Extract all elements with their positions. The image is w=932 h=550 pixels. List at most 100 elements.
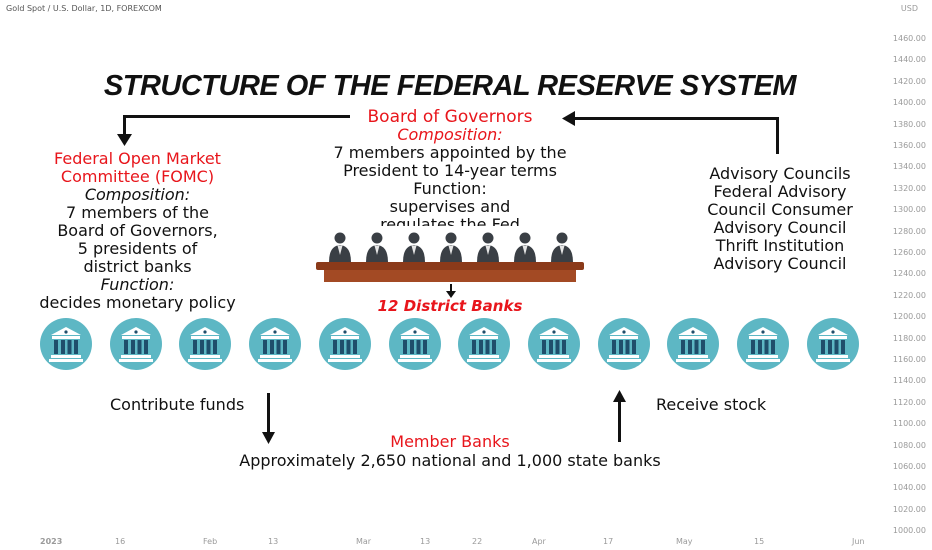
y-tick-label: 1100.00 <box>892 419 926 429</box>
arrow-advisory-to-board-h <box>573 117 779 120</box>
y-tick-label: 1120.00 <box>892 397 926 407</box>
y-tick-label: 1400.00 <box>892 98 926 108</box>
advisory-line-4: Advisory Council <box>713 218 847 237</box>
bank-building-icon <box>458 318 511 370</box>
arrow-down-head-icon <box>117 134 132 146</box>
arrow-up-head-icon <box>613 390 626 402</box>
bank-building-icon <box>737 318 789 370</box>
y-tick-label: 1280.00 <box>892 226 926 236</box>
advisory-line-3: Council Consumer <box>707 200 853 219</box>
receive-stock-label: Receive stock <box>656 395 767 414</box>
member-banks-heading: Member Banks <box>390 432 510 451</box>
advisory-councils: Advisory Councils Federal Advisory Counc… <box>690 165 870 273</box>
board-member-icon <box>329 232 351 262</box>
y-tick-label: 1080.00 <box>892 440 926 450</box>
x-tick-label: Feb <box>203 537 218 546</box>
price-axis: USD 1460.00 1440.00 1420.00 1400.00 1380.00 1… <box>872 0 932 550</box>
x-tick-label: 22 <box>472 537 483 546</box>
bank-building-icon <box>388 318 441 370</box>
fomc-composition-4: district banks <box>83 257 192 276</box>
x-tick-label: 15 <box>754 537 765 546</box>
fomc-function-text: decides monetary policy <box>39 293 236 312</box>
y-tick-label: 1020.00 <box>892 504 926 514</box>
y-tick-label: 1380.00 <box>892 119 926 129</box>
x-tick-label: 13 <box>420 537 431 546</box>
y-tick-label: 1160.00 <box>892 355 926 364</box>
board-function-label: Function: <box>413 179 487 198</box>
axis-currency: USD <box>900 4 918 13</box>
board-function-2: regulates the Fed <box>380 216 520 226</box>
board-heading: Board of Governors <box>367 107 533 127</box>
y-tick-label: 1420.00 <box>892 76 926 86</box>
fomc-composition-label: Composition: <box>84 185 191 204</box>
y-tick-label: 1180.00 <box>892 333 926 343</box>
bank-building-icon <box>249 318 302 370</box>
bank-building-icon <box>806 318 859 370</box>
y-tick-label: 1000.00 <box>892 526 926 536</box>
board-of-governors: Board of Governors Composition: 7 member… <box>300 108 600 226</box>
x-tick-label: 13 <box>268 537 279 546</box>
fomc-composition-3: 5 presidents of <box>77 239 198 258</box>
arrow-board-to-fomc-h <box>123 115 350 118</box>
diagram-title: STRUCTURE OF THE FEDERAL RESERVE SYSTEM <box>103 70 797 102</box>
arrow-to-district-line <box>450 284 452 292</box>
fomc: Federal Open Market Committee (FOMC) Com… <box>20 150 255 312</box>
bank-building-icon <box>527 318 580 370</box>
board-member-icon <box>366 232 388 262</box>
x-tick-label: 2023 <box>40 537 63 546</box>
advisory-line-6: Advisory Council <box>713 254 847 273</box>
y-tick-label: 1360.00 <box>892 141 926 150</box>
fomc-heading-1: Federal Open Market <box>54 149 221 168</box>
y-tick-label: 1440.00 <box>892 55 926 65</box>
y-tick-label: 1200.00 <box>892 312 926 322</box>
board-member-icon <box>551 232 573 262</box>
arrow-contribute-line <box>267 393 270 433</box>
arrow-left-head-icon <box>562 111 575 126</box>
y-tick-label: 1040.00 <box>892 483 926 493</box>
fomc-composition-1: 7 members of the <box>65 203 210 222</box>
x-tick-label: 17 <box>603 537 614 546</box>
y-tick-label: 1260.00 <box>892 248 926 257</box>
board-composition-2: President to 14-year terms <box>343 161 557 180</box>
x-tick-label: Apr <box>532 537 546 546</box>
bank-building-icon <box>318 318 371 370</box>
bank-building-icon <box>40 318 92 370</box>
bank-building-icon <box>179 318 232 370</box>
board-member-icon <box>477 232 499 262</box>
y-tick-label: 1240.00 <box>892 269 926 279</box>
fomc-function-label: Function: <box>100 275 175 294</box>
board-composition-label: Composition: <box>397 125 503 144</box>
board-composition-1: 7 members appointed by the <box>333 143 567 162</box>
arrow-down-head-icon <box>262 432 275 444</box>
bank-building-icon <box>667 318 720 370</box>
board-member-icon <box>403 232 425 262</box>
fomc-composition-2: Board of Governors, <box>57 221 218 240</box>
x-tick-label: Mar <box>356 537 372 546</box>
board-member-icon <box>440 232 462 262</box>
y-tick-label: 1140.00 <box>892 376 926 386</box>
x-tick-label: May <box>676 537 693 546</box>
x-tick-label: Jun <box>852 537 865 546</box>
y-tick-label: 1060.00 <box>892 462 926 471</box>
y-tick-label: 1320.00 <box>892 183 926 193</box>
x-tick-label: 16 <box>115 537 126 546</box>
bank-building-icon <box>109 318 162 370</box>
arrow-board-to-fomc-v <box>123 115 126 137</box>
board-table-illustration <box>316 232 584 282</box>
arrow-receive-line <box>618 400 621 442</box>
y-tick-label: 1340.00 <box>892 162 926 172</box>
advisory-line-1: Advisory Councils <box>709 164 851 183</box>
contribute-funds-label: Contribute funds <box>110 395 245 414</box>
advisory-line-2: Federal Advisory <box>713 182 847 201</box>
advisory-line-5: Thrift Institution <box>715 236 845 255</box>
board-function-1: supervises and <box>389 197 511 216</box>
bank-building-icon <box>597 318 650 370</box>
fomc-heading-2: Committee (FOMC) <box>60 167 215 186</box>
chart-header: Gold Spot / U.S. Dollar, 1D, FOREXCOM <box>6 4 162 13</box>
y-tick-label: 1300.00 <box>892 205 926 215</box>
member-banks-text: Approximately 2,650 national and 1,000 s… <box>239 451 661 470</box>
y-tick-label: 1460.00 <box>892 34 926 43</box>
district-banks-label: 12 District Banks <box>377 297 523 315</box>
arrow-advisory-to-board-v <box>776 117 779 154</box>
y-tick-label: 1220.00 <box>892 290 926 300</box>
